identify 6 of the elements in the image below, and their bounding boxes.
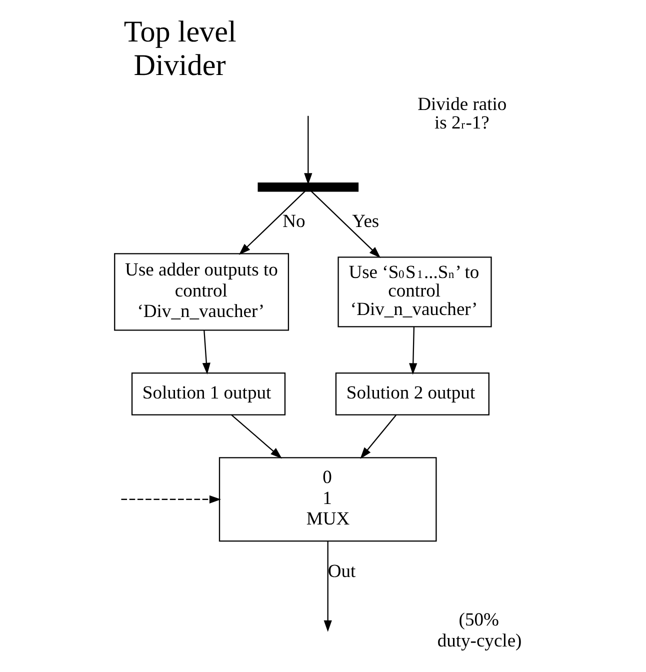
label: Divide ratio is 2r-1? [417, 94, 506, 134]
diagram-title: Top level Divider [123, 14, 236, 82]
edge-label: No [282, 210, 305, 232]
label: (50% duty-cycle) [436, 609, 522, 652]
edge-label: Out [327, 560, 356, 582]
edge-label: Yes [352, 210, 379, 232]
